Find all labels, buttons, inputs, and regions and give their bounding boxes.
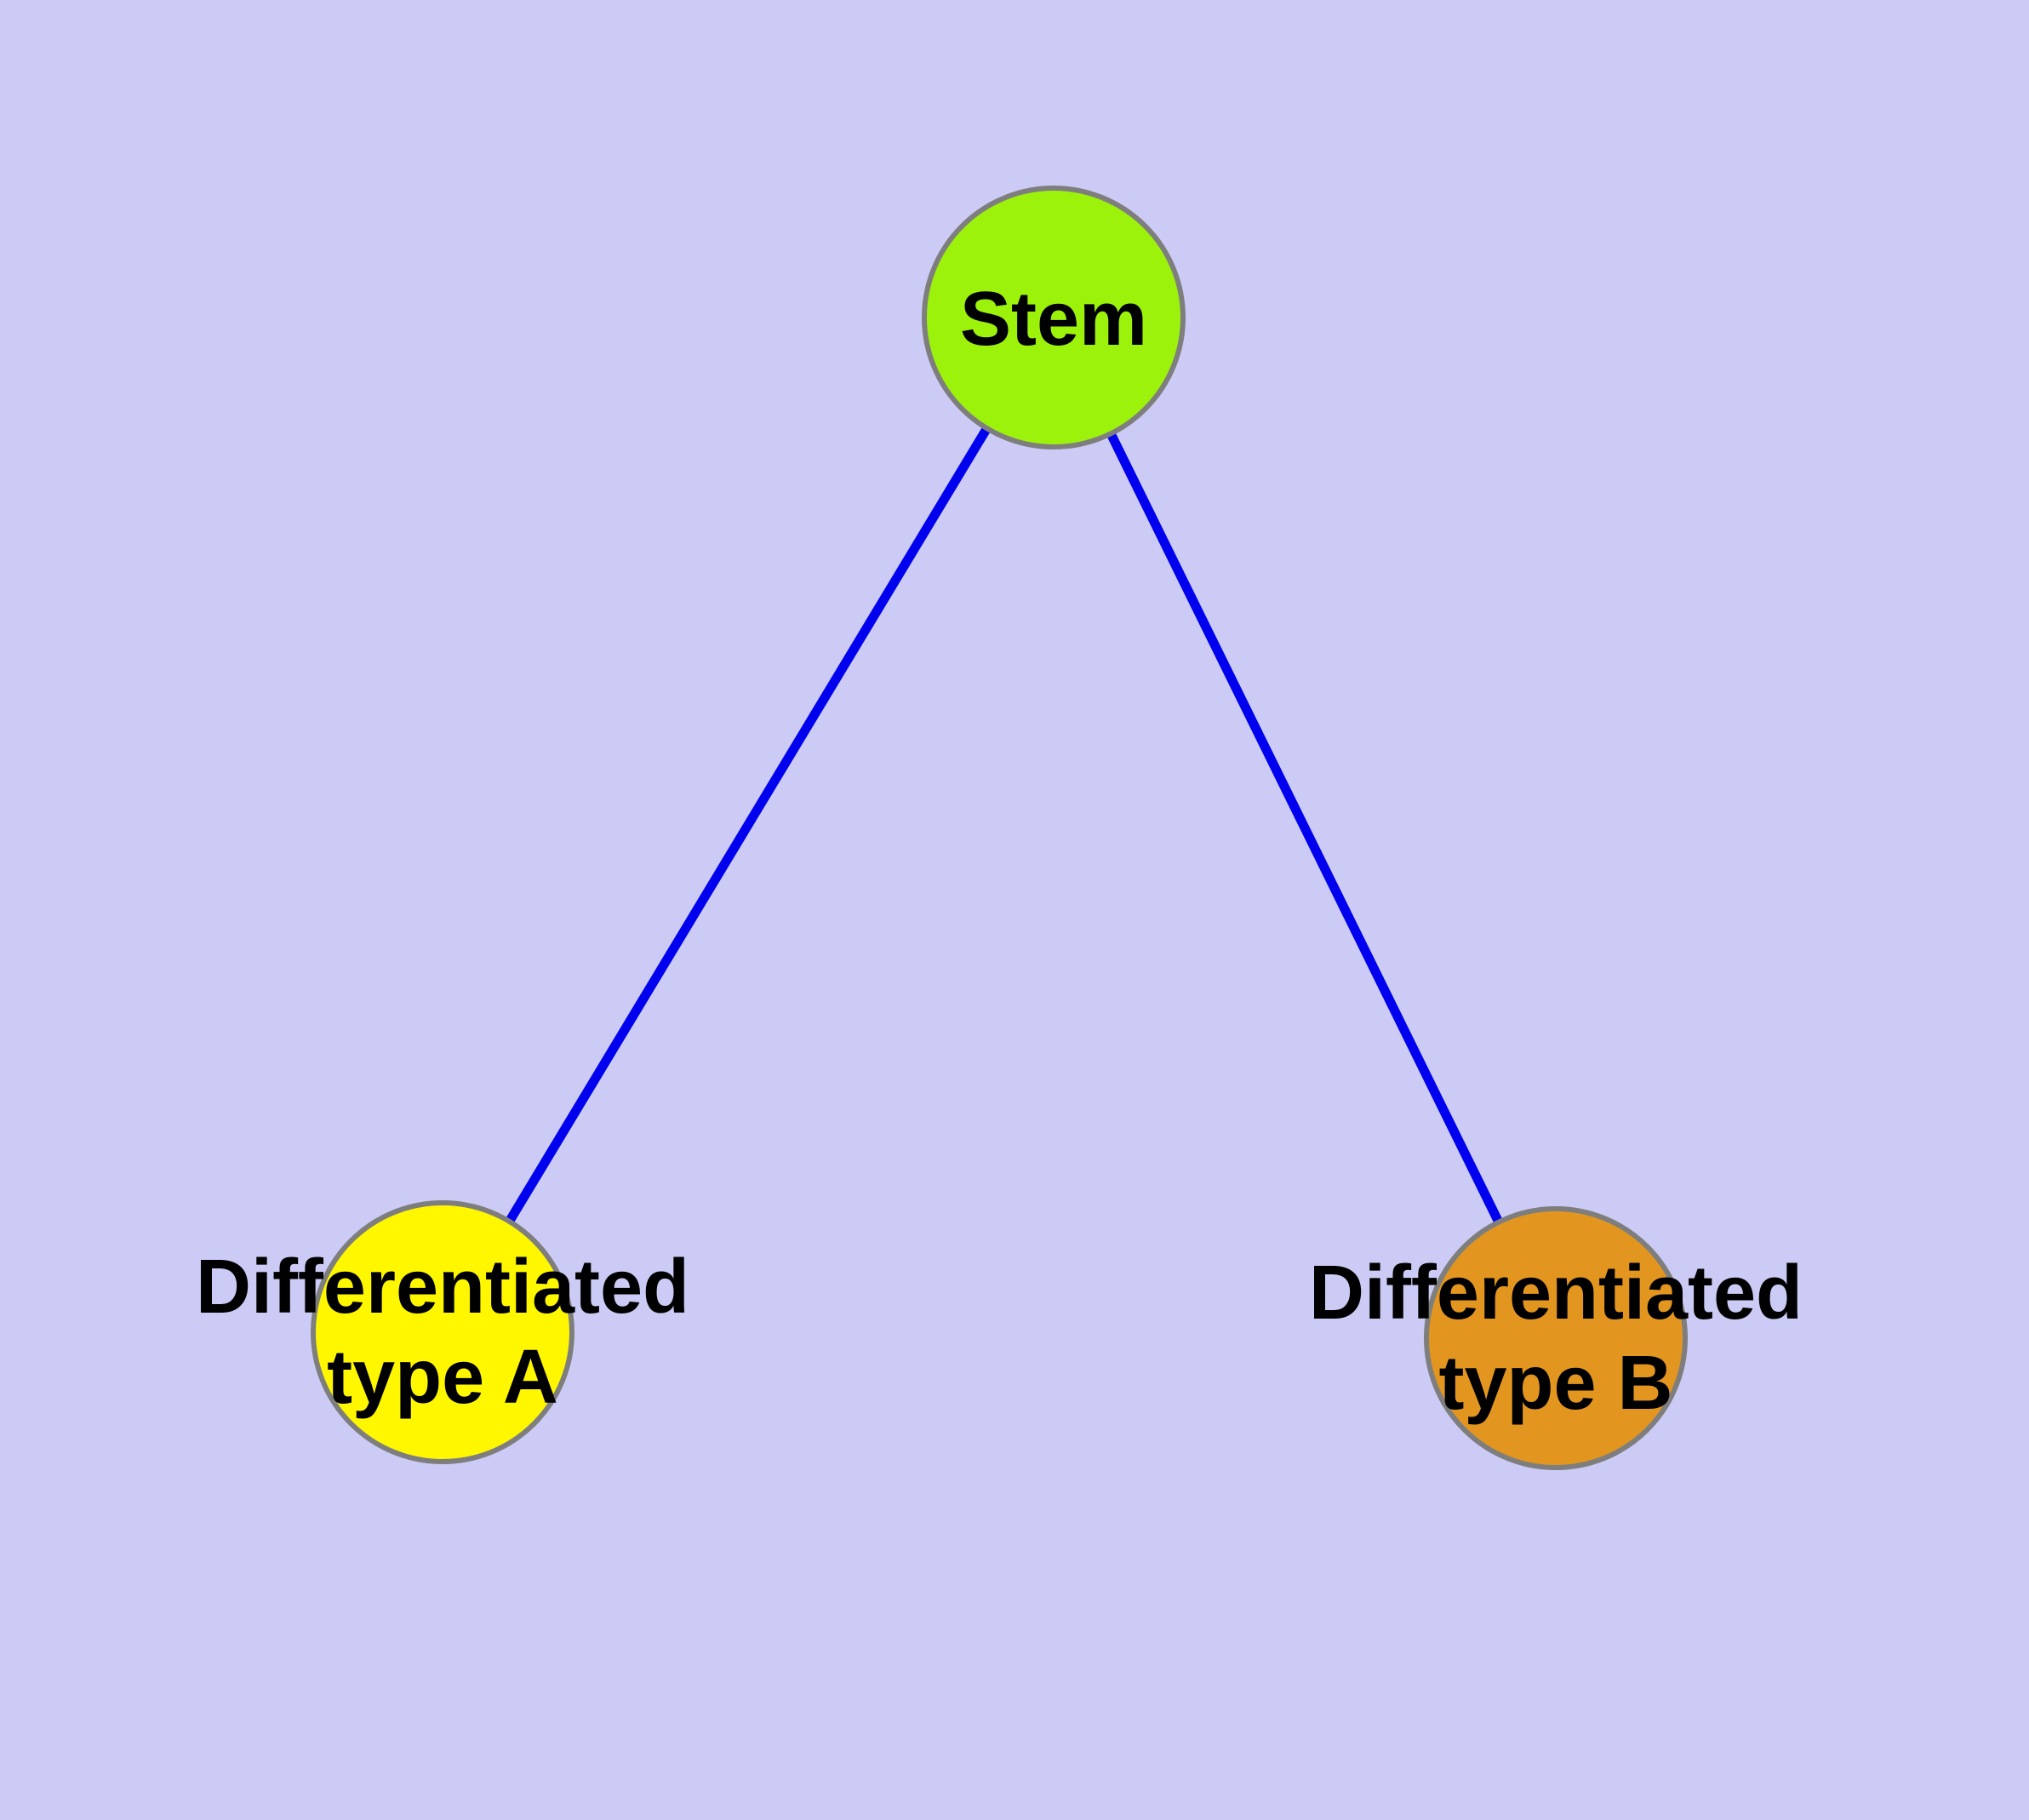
edge-stem-to-type-b: [1049, 315, 1560, 1341]
node-type-a-label-line1: Differentiated: [196, 1245, 689, 1330]
node-stem: Stem: [922, 186, 1186, 449]
node-type-a-circle: [311, 1200, 574, 1464]
node-type-a: Differentiated type A: [196, 1200, 689, 1464]
node-type-a-label-line2: type A: [327, 1335, 558, 1420]
edge-stem-to-type-a: [438, 315, 1058, 1335]
node-stem-circle: [922, 186, 1186, 449]
node-type-b-label-line2: type B: [1438, 1341, 1672, 1426]
node-type-b-circle: [1424, 1206, 1688, 1470]
node-stem-label: Stem: [960, 277, 1147, 362]
node-type-b-label-line1: Differentiated: [1309, 1251, 1803, 1336]
node-type-b: Differentiated type B: [1309, 1206, 1803, 1470]
